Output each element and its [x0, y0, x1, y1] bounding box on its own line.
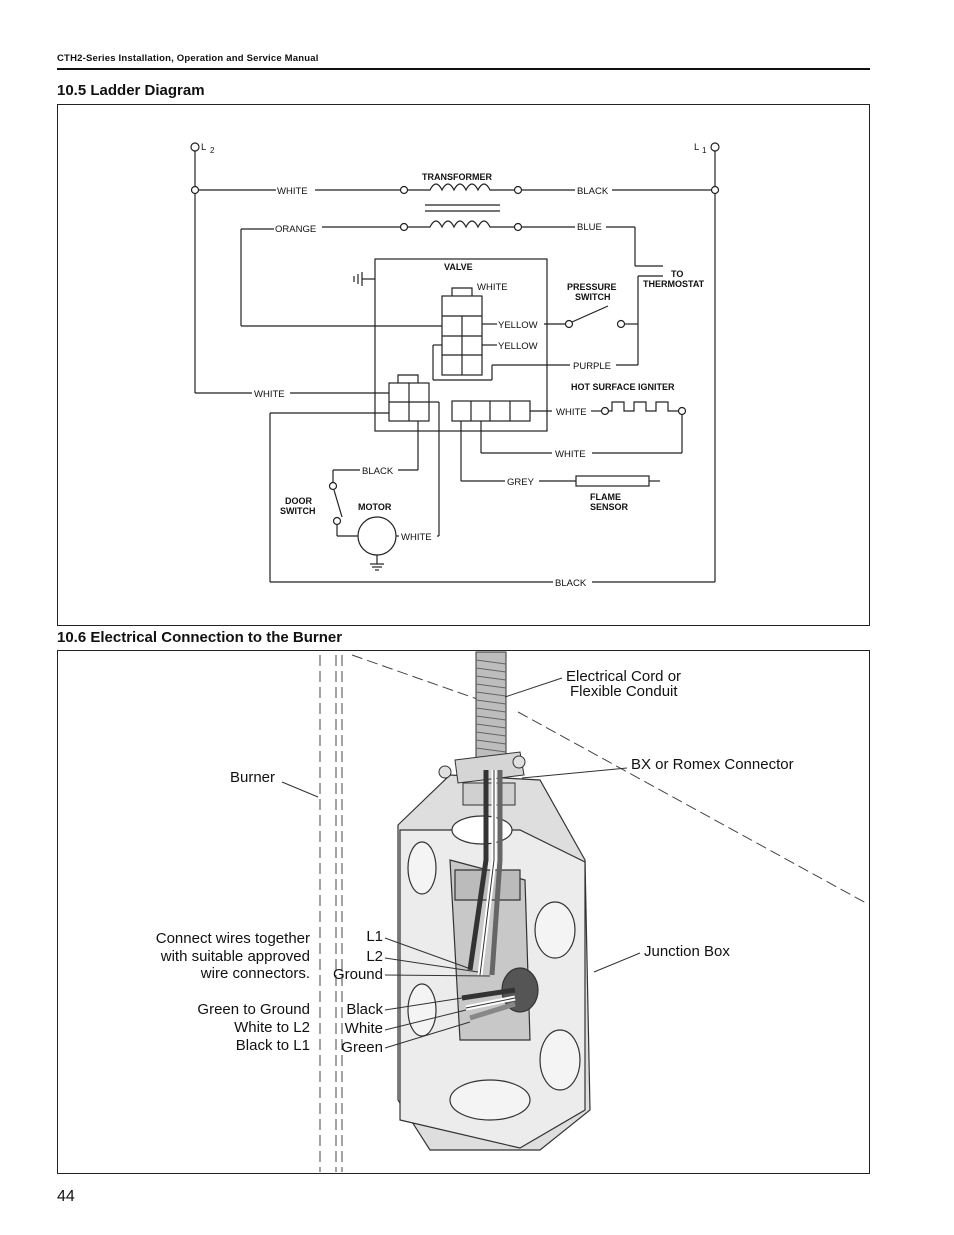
- page-number: 44: [57, 1188, 75, 1205]
- green-wire-label: Green: [341, 1039, 383, 1056]
- electrical-section-title: 10.6 Electrical Connection to the Burner: [57, 629, 343, 646]
- black-door-label: BLACK: [362, 466, 394, 477]
- connect-note-line1: Connect wires together: [156, 930, 310, 947]
- black-bottom-label: BLACK: [555, 578, 587, 589]
- connect-note-line3: wire connectors.: [200, 965, 310, 982]
- cord-label-line1: Electrical Cord or: [566, 668, 681, 685]
- l2-label: L: [201, 142, 206, 153]
- purple-wire-label: PURPLE: [573, 361, 611, 372]
- igniter-label: HOT SURFACE IGNITER: [571, 382, 675, 392]
- motor-label: MOTOR: [358, 502, 392, 512]
- ladder-diagram-frame: [57, 104, 870, 626]
- white-igniter-return-label: WHITE: [555, 449, 586, 460]
- connector-label: BX or Romex Connector: [631, 756, 794, 773]
- ground-wire-label: Ground: [333, 966, 383, 983]
- white-motor-label: WHITE: [401, 532, 432, 543]
- white-wire-top-label: WHITE: [277, 186, 308, 197]
- junction-box-label: Junction Box: [644, 943, 730, 960]
- pressure-switch-label: SWITCH: [575, 292, 611, 302]
- electrical-figure-frame: [57, 650, 870, 1174]
- green-to-ground-label: Green to Ground: [197, 1001, 310, 1018]
- grey-wire-label: GREY: [507, 477, 535, 488]
- ladder-section-title: 10.5 Ladder Diagram: [57, 82, 205, 99]
- orange-wire-label: ORANGE: [275, 224, 316, 235]
- white-wire-left-label: WHITE: [254, 389, 285, 400]
- black-to-l1-label: Black to L1: [236, 1037, 310, 1054]
- yellow-wire-label-2: YELLOW: [498, 341, 538, 352]
- l1-label: L: [694, 142, 699, 153]
- pressure-label: PRESSURE: [567, 282, 617, 292]
- valve-label: VALVE: [444, 262, 473, 272]
- black-wire-top-label: BLACK: [577, 186, 609, 197]
- thermostat-label: THERMOSTAT: [643, 279, 705, 289]
- blue-wire-label: BLUE: [577, 222, 602, 233]
- valve-white-label: WHITE: [477, 282, 508, 293]
- l2-wire-label: L2: [366, 948, 383, 965]
- door-switch-label: SWITCH: [280, 506, 316, 516]
- l1-sub-label: 1: [702, 146, 707, 155]
- door-label: DOOR: [285, 496, 313, 506]
- burner-label: Burner: [230, 769, 275, 786]
- white-wire-label: White: [345, 1020, 383, 1037]
- l2-sub-label: 2: [210, 146, 215, 155]
- transformer-label: TRANSFORMER: [422, 172, 492, 182]
- sensor-label: SENSOR: [590, 502, 629, 512]
- header-rule: [57, 68, 870, 70]
- white-to-l2-label: White to L2: [234, 1019, 310, 1036]
- cord-label-line2: Flexible Conduit: [570, 683, 678, 700]
- black-wire-label: Black: [346, 1001, 383, 1018]
- yellow-wire-label-1: YELLOW: [498, 320, 538, 331]
- to-label: TO: [671, 269, 683, 279]
- manual-header: CTH2-Series Installation, Operation and …: [57, 53, 319, 64]
- connect-note-line2: with suitable approved: [160, 948, 310, 965]
- white-igniter-label: WHITE: [556, 407, 587, 418]
- l1-wire-label: L1: [366, 928, 383, 945]
- flame-label: FLAME: [590, 492, 621, 502]
